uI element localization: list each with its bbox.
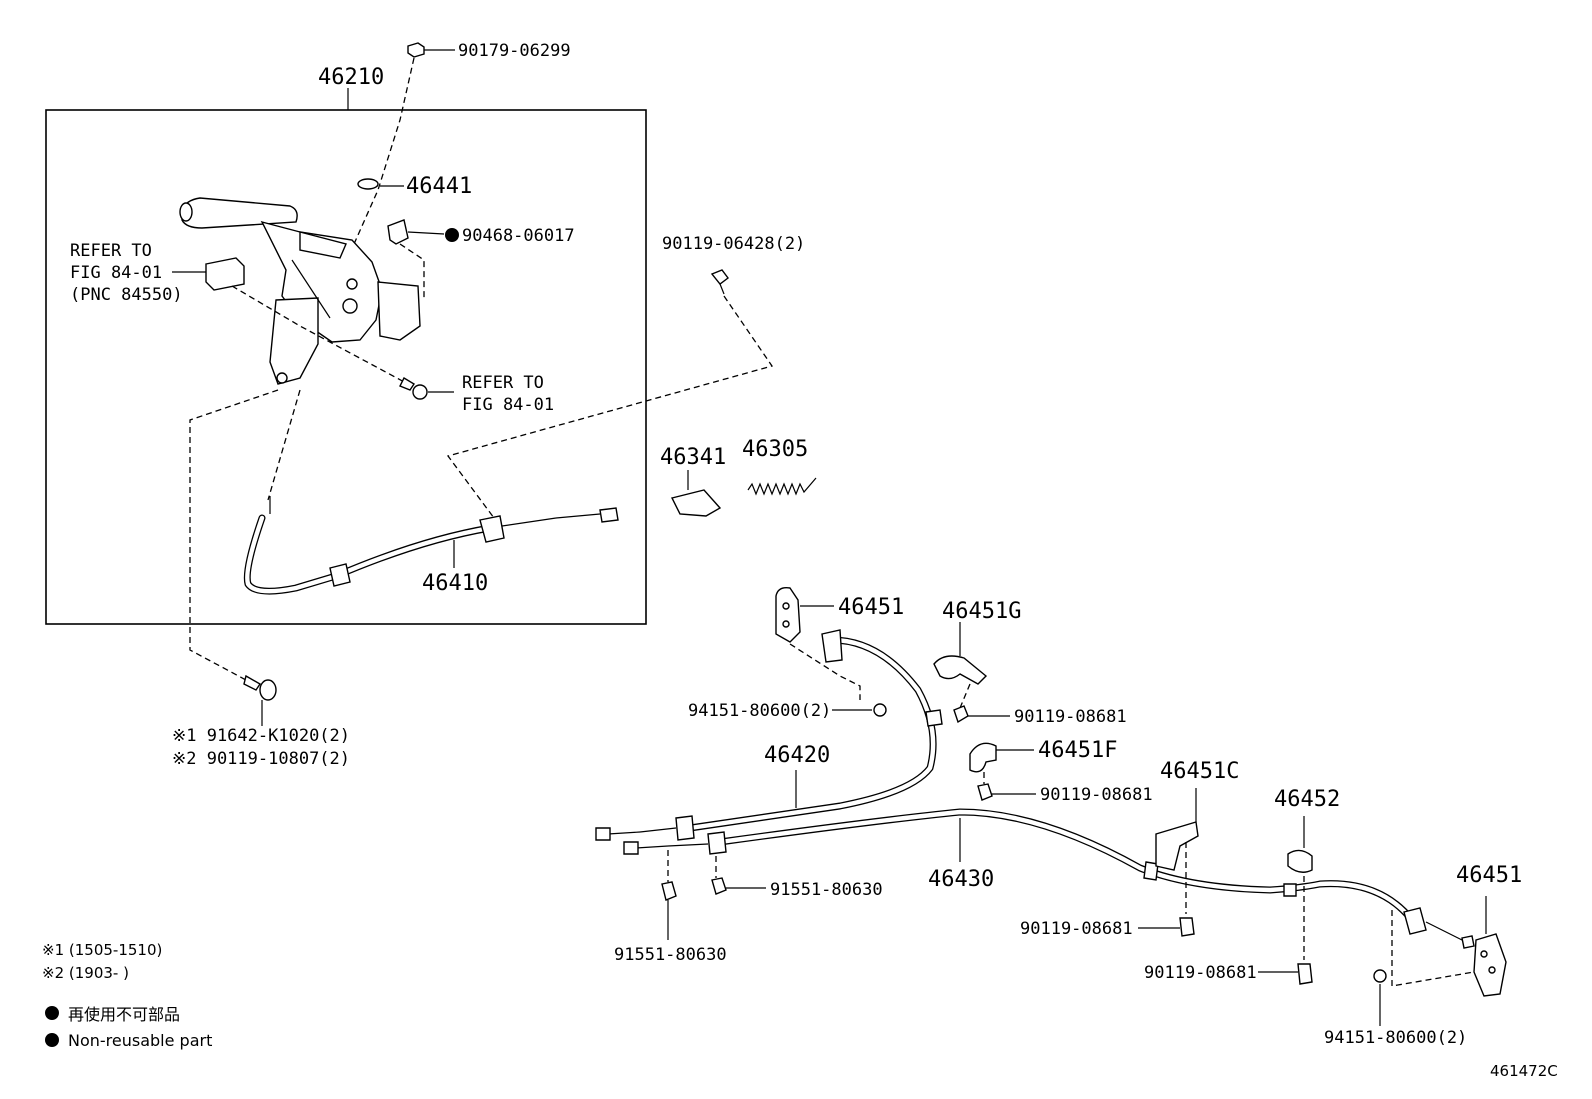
bracket-46451C[interactable] [1155, 788, 1199, 871]
note-2: ※2 (1903- ) [42, 964, 129, 982]
label-90468-06017[interactable]: 90468-06017 [462, 226, 575, 246]
label-90119-08681-d[interactable]: 90119-08681 [1144, 963, 1257, 983]
nut-94151-80600-right[interactable] [1373, 969, 1387, 1026]
label-90119-10807[interactable]: ※2 90119-10807(2) [172, 749, 350, 769]
label-46305[interactable]: 46305 [742, 437, 808, 462]
parking-brake-lever[interactable] [179, 197, 421, 385]
clip-90468-06017[interactable] [387, 219, 459, 245]
label-91551-80630-a[interactable]: 91551-80630 [770, 880, 883, 900]
label-94151-80600-right[interactable]: 94151-80600(2) [1324, 1028, 1467, 1048]
cable-46410[interactable] [243, 496, 619, 595]
nut-94151-80600-left[interactable] [832, 703, 887, 717]
label-46451F[interactable]: 46451F [1038, 738, 1117, 763]
bolt-90119-06428[interactable] [710, 269, 729, 295]
label-46441[interactable]: 46441 [406, 174, 472, 199]
bracket-46451F[interactable] [969, 742, 1034, 773]
non-reusable-marker [445, 228, 459, 242]
label-90119-06428[interactable]: 90119-06428(2) [662, 234, 805, 254]
label-46451C[interactable]: 46451C [1160, 759, 1239, 784]
label-90119-08681-b[interactable]: 90119-08681 [1040, 785, 1153, 805]
bolt-90119-08681-d[interactable] [1258, 963, 1313, 985]
bolt-91551-80630-a[interactable] [711, 877, 766, 895]
bracket-46451-right[interactable] [1473, 896, 1507, 997]
clamp-46452[interactable] [1287, 816, 1313, 873]
label-91642-K1020[interactable]: ※1 91642-K1020(2) [172, 726, 350, 746]
label-90119-08681-a[interactable]: 90119-08681 [1014, 707, 1127, 727]
label-90119-08681-c[interactable]: 90119-08681 [1020, 919, 1133, 939]
label-refer1-l3: (PNC 84550) [70, 285, 183, 305]
diagram-code: 461472C [1490, 1062, 1558, 1080]
label-refer2-l2: FIG 84-01 [462, 395, 554, 415]
label-91551-80630-b[interactable]: 91551-80630 [614, 945, 727, 965]
assembly-box-46210 [45, 109, 647, 625]
bracket-46451-left[interactable] [775, 586, 834, 643]
bolt-91642-K1020[interactable] [243, 674, 277, 726]
label-46410[interactable]: 46410 [422, 571, 488, 596]
legend-en: Non-reusable part [68, 1031, 212, 1050]
label-46451G[interactable]: 46451G [942, 599, 1021, 624]
bolt-90119-08681-c[interactable] [1138, 917, 1195, 937]
label-46451-left[interactable]: 46451 [838, 595, 904, 620]
bracket-46451G[interactable] [933, 622, 988, 685]
legend-dot-en [45, 1033, 59, 1047]
label-46210[interactable]: 46210 [318, 65, 384, 90]
bolt-refer-84-01[interactable] [399, 377, 454, 400]
cable-46420[interactable] [595, 629, 943, 841]
bolt-91551-80630-b[interactable] [661, 881, 677, 940]
part-46341[interactable] [670, 470, 722, 517]
label-46430[interactable]: 46430 [928, 867, 994, 892]
note-1: ※1 (1505-1510) [42, 941, 162, 959]
label-refer1-l1: REFER TO [70, 241, 152, 261]
bolt-90119-08681-b[interactable] [977, 783, 1036, 801]
label-46451-right[interactable]: 46451 [1456, 863, 1522, 888]
label-refer1-l2: FIG 84-01 [70, 263, 162, 283]
connector-refer-84550[interactable] [172, 257, 245, 291]
label-46420[interactable]: 46420 [764, 743, 830, 768]
spring-46305[interactable] [747, 477, 817, 496]
label-46341[interactable]: 46341 [660, 445, 726, 470]
cable-46430[interactable] [623, 808, 1475, 949]
legend-dot-jp [45, 1006, 59, 1020]
nut-90179-06299[interactable] [407, 42, 455, 58]
bolt-90119-08681-a[interactable] [953, 705, 1010, 724]
label-46452[interactable]: 46452 [1274, 787, 1340, 812]
label-94151-80600-left[interactable]: 94151-80600(2) [688, 701, 831, 721]
washer-46441[interactable] [357, 178, 404, 190]
label-90179-06299[interactable]: 90179-06299 [458, 41, 571, 61]
legend-jp: 再使用不可部品 [68, 1005, 180, 1024]
label-refer2-l1: REFER TO [462, 373, 544, 393]
